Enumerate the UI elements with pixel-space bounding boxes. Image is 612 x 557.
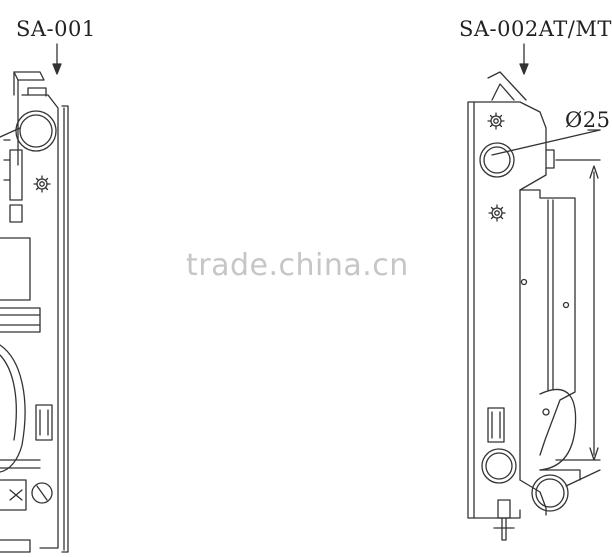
- part-label-sa-001: SA-001: [16, 17, 96, 41]
- radiator-tank-left: [0, 43, 69, 553]
- radiator-tank-right: [467, 43, 601, 541]
- gear-icon-upper: [487, 112, 505, 130]
- watermark: trade.china.cn: [186, 248, 409, 283]
- diameter-label: Ø25: [565, 108, 611, 132]
- gear-icon-lower: [488, 204, 506, 222]
- part-label-sa-002: SA-002AT/MT: [459, 17, 612, 41]
